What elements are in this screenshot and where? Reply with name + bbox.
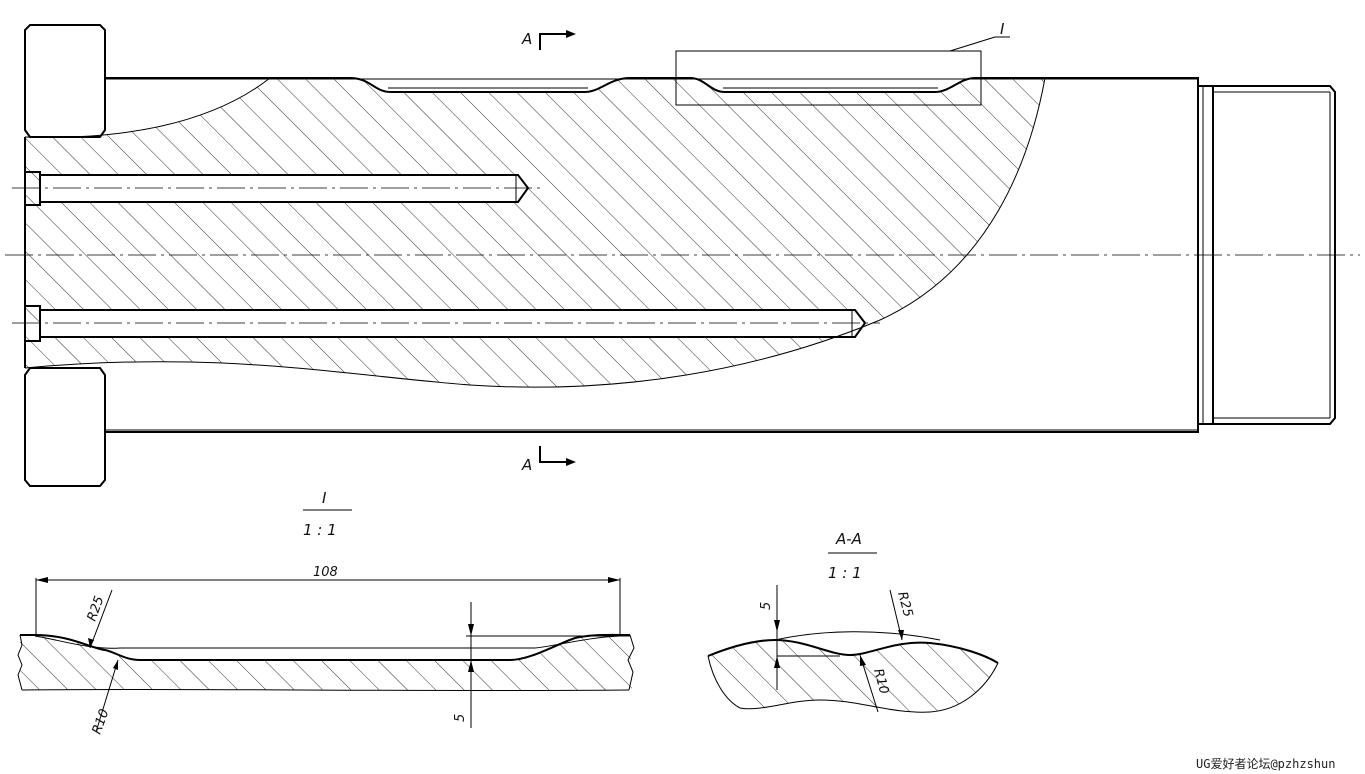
section-view-label: A-A	[835, 530, 862, 548]
section-radius-top: R25	[894, 590, 915, 619]
shaft-outline	[105, 77, 1199, 433]
section-view-scale: 1 : 1	[828, 564, 862, 582]
section-hatch	[708, 640, 998, 713]
detail-radius-bottom: R10	[90, 707, 113, 736]
detail-view-scale: 1 : 1	[303, 521, 337, 539]
detail-depth-dim: 5	[453, 714, 468, 722]
detail-length-dim: 108	[313, 565, 338, 580]
section-mark-bottom: A	[521, 456, 532, 474]
section-arrow-bottom: A	[521, 446, 576, 474]
section-arrow-top: A	[521, 30, 576, 50]
section-hatch-region	[25, 78, 1045, 388]
detail-view-label: I	[322, 489, 327, 507]
detail-radius-top: R25	[85, 594, 108, 623]
section-depth-dim: 5	[759, 602, 774, 610]
threaded-end	[1198, 85, 1336, 425]
main-view: I A A	[5, 20, 1360, 487]
detail-hatch	[20, 634, 632, 690]
watermark-text: UG爱好者论坛@pzhzshun	[1196, 757, 1335, 771]
section-radius-bottom: R10	[870, 667, 891, 696]
section-mark-top: A	[521, 30, 532, 48]
detail-view: I 1 : 1 108 R25 R10 5	[17, 489, 635, 736]
section-view: A-A 1 : 1 5 R25 R10	[707, 530, 999, 713]
drilled-hole-upper	[12, 171, 540, 206]
detail-marker-label: I	[1000, 20, 1005, 38]
head-flange	[24, 24, 106, 138]
drilled-hole-lower	[12, 305, 880, 342]
detail-frame	[675, 50, 982, 106]
